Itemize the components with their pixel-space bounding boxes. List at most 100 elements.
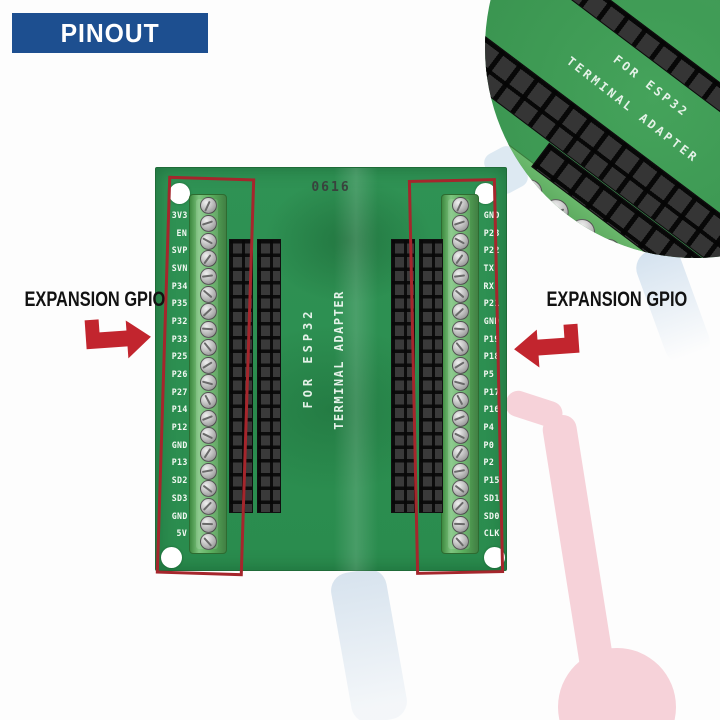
pin-row: P18 [483, 349, 511, 367]
pin-label: GND [171, 511, 188, 522]
terminal-screw [485, 134, 495, 171]
highlight-box-left-gpio [155, 175, 256, 577]
pin-label: P27 [171, 387, 188, 398]
pin-label: P21 [483, 299, 500, 310]
pin-row: P13 [160, 455, 188, 473]
pin-row: P32 [160, 313, 188, 331]
pin-label: GND [483, 210, 500, 221]
terminal-screw [199, 268, 217, 286]
arrow-left-icon [514, 323, 580, 368]
terminal-screw [451, 250, 469, 268]
terminal-screw [451, 285, 469, 303]
terminal-screw [199, 391, 217, 409]
terminal-screw [451, 303, 469, 321]
terminal-screw [199, 197, 217, 215]
terminal-screw [199, 515, 217, 533]
pin-label: P0 [483, 440, 495, 451]
pin-row: P12 [160, 419, 188, 437]
terminal-screw [563, 213, 601, 251]
pin-row: EN [160, 225, 188, 243]
inset-header-strip [485, 0, 720, 258]
pin-row: P21 [483, 295, 511, 313]
pin-label: P17 [483, 387, 500, 398]
terminal-screw [199, 533, 217, 551]
terminal-block-right [441, 194, 479, 554]
pin-row: P35 [160, 295, 188, 313]
pin-label: P15 [483, 476, 500, 487]
pin-label: EN [176, 228, 188, 239]
pin-row: P0 [483, 437, 511, 455]
terminal-screw [451, 356, 469, 374]
pin-row: P27 [160, 384, 188, 402]
pin-label: P5 [483, 370, 495, 381]
pin-label: TX [483, 263, 495, 274]
terminal-screw [451, 498, 469, 516]
pin-label: P18 [483, 352, 500, 363]
terminal-screw [451, 321, 469, 339]
pin-row: 5V [160, 525, 188, 543]
terminal-screw [511, 174, 548, 211]
pin-row: 3V3 [160, 207, 188, 225]
pin-row: P34 [160, 278, 188, 296]
arrow-right-icon [84, 319, 151, 359]
mounting-hole [484, 547, 505, 568]
pin-label: RX [483, 281, 495, 292]
pin-row: P4 [483, 419, 511, 437]
terminal-screw [537, 193, 574, 231]
annotation-left-label: EXPANSION GPIO [24, 288, 166, 311]
pin-label: GND [171, 440, 188, 451]
pin-label: P12 [171, 423, 188, 434]
terminal-screw [199, 285, 217, 303]
terminal-screw [451, 197, 469, 215]
terminal-screw [199, 303, 217, 321]
terminal-screw [451, 533, 469, 551]
pin-row: CLK [483, 525, 511, 543]
pin-label: 5V [176, 529, 188, 540]
pin-label: P19 [483, 334, 500, 345]
terminal-screw [199, 232, 217, 250]
terminal-screw [451, 215, 469, 233]
terminal-screw [199, 409, 217, 427]
pin-header-socket [391, 239, 415, 513]
terminal-block-left [189, 194, 227, 554]
terminal-screw [199, 321, 217, 339]
terminal-screw [451, 444, 469, 462]
inset-header-strip [485, 0, 720, 118]
pin-row: GND [483, 313, 511, 331]
highlight-box-right-gpio [407, 178, 505, 575]
pin-row: P22 [483, 242, 511, 260]
pin-row: SD3 [160, 490, 188, 508]
terminal-screw [451, 338, 469, 356]
terminal-screw [199, 250, 217, 268]
terminal-screw [199, 427, 217, 445]
pin-row: P23 [483, 225, 511, 243]
pin-row: GND [160, 437, 188, 455]
pin-label: P16 [483, 405, 500, 416]
inset-terminal-row [485, 78, 720, 258]
terminal-screw [199, 444, 217, 462]
pin-label: CLK [483, 529, 500, 540]
board-silkscreen-line1: FOR ESP32 [301, 307, 315, 409]
pin-label: P13 [171, 458, 188, 469]
terminal-screw [451, 391, 469, 409]
terminal-screw [451, 268, 469, 286]
terminal-screw [451, 374, 469, 392]
terminal-screw [199, 374, 217, 392]
pin-header-socket [257, 239, 281, 513]
terminal-screw [616, 253, 653, 258]
pin-row: TX [483, 260, 511, 278]
terminal-screw [199, 498, 217, 516]
pin-label: SD2 [171, 476, 188, 487]
pinout-banner: PINOUT [12, 13, 208, 53]
pin-label: P32 [171, 316, 188, 327]
terminal-screw [451, 409, 469, 427]
decor-pink-trace-pad [558, 648, 676, 720]
photo-glare [334, 168, 378, 572]
pin-row: P25 [160, 349, 188, 367]
terminal-screw [199, 215, 217, 233]
pin-row: SVN [160, 260, 188, 278]
pin-label: SD3 [171, 493, 188, 504]
